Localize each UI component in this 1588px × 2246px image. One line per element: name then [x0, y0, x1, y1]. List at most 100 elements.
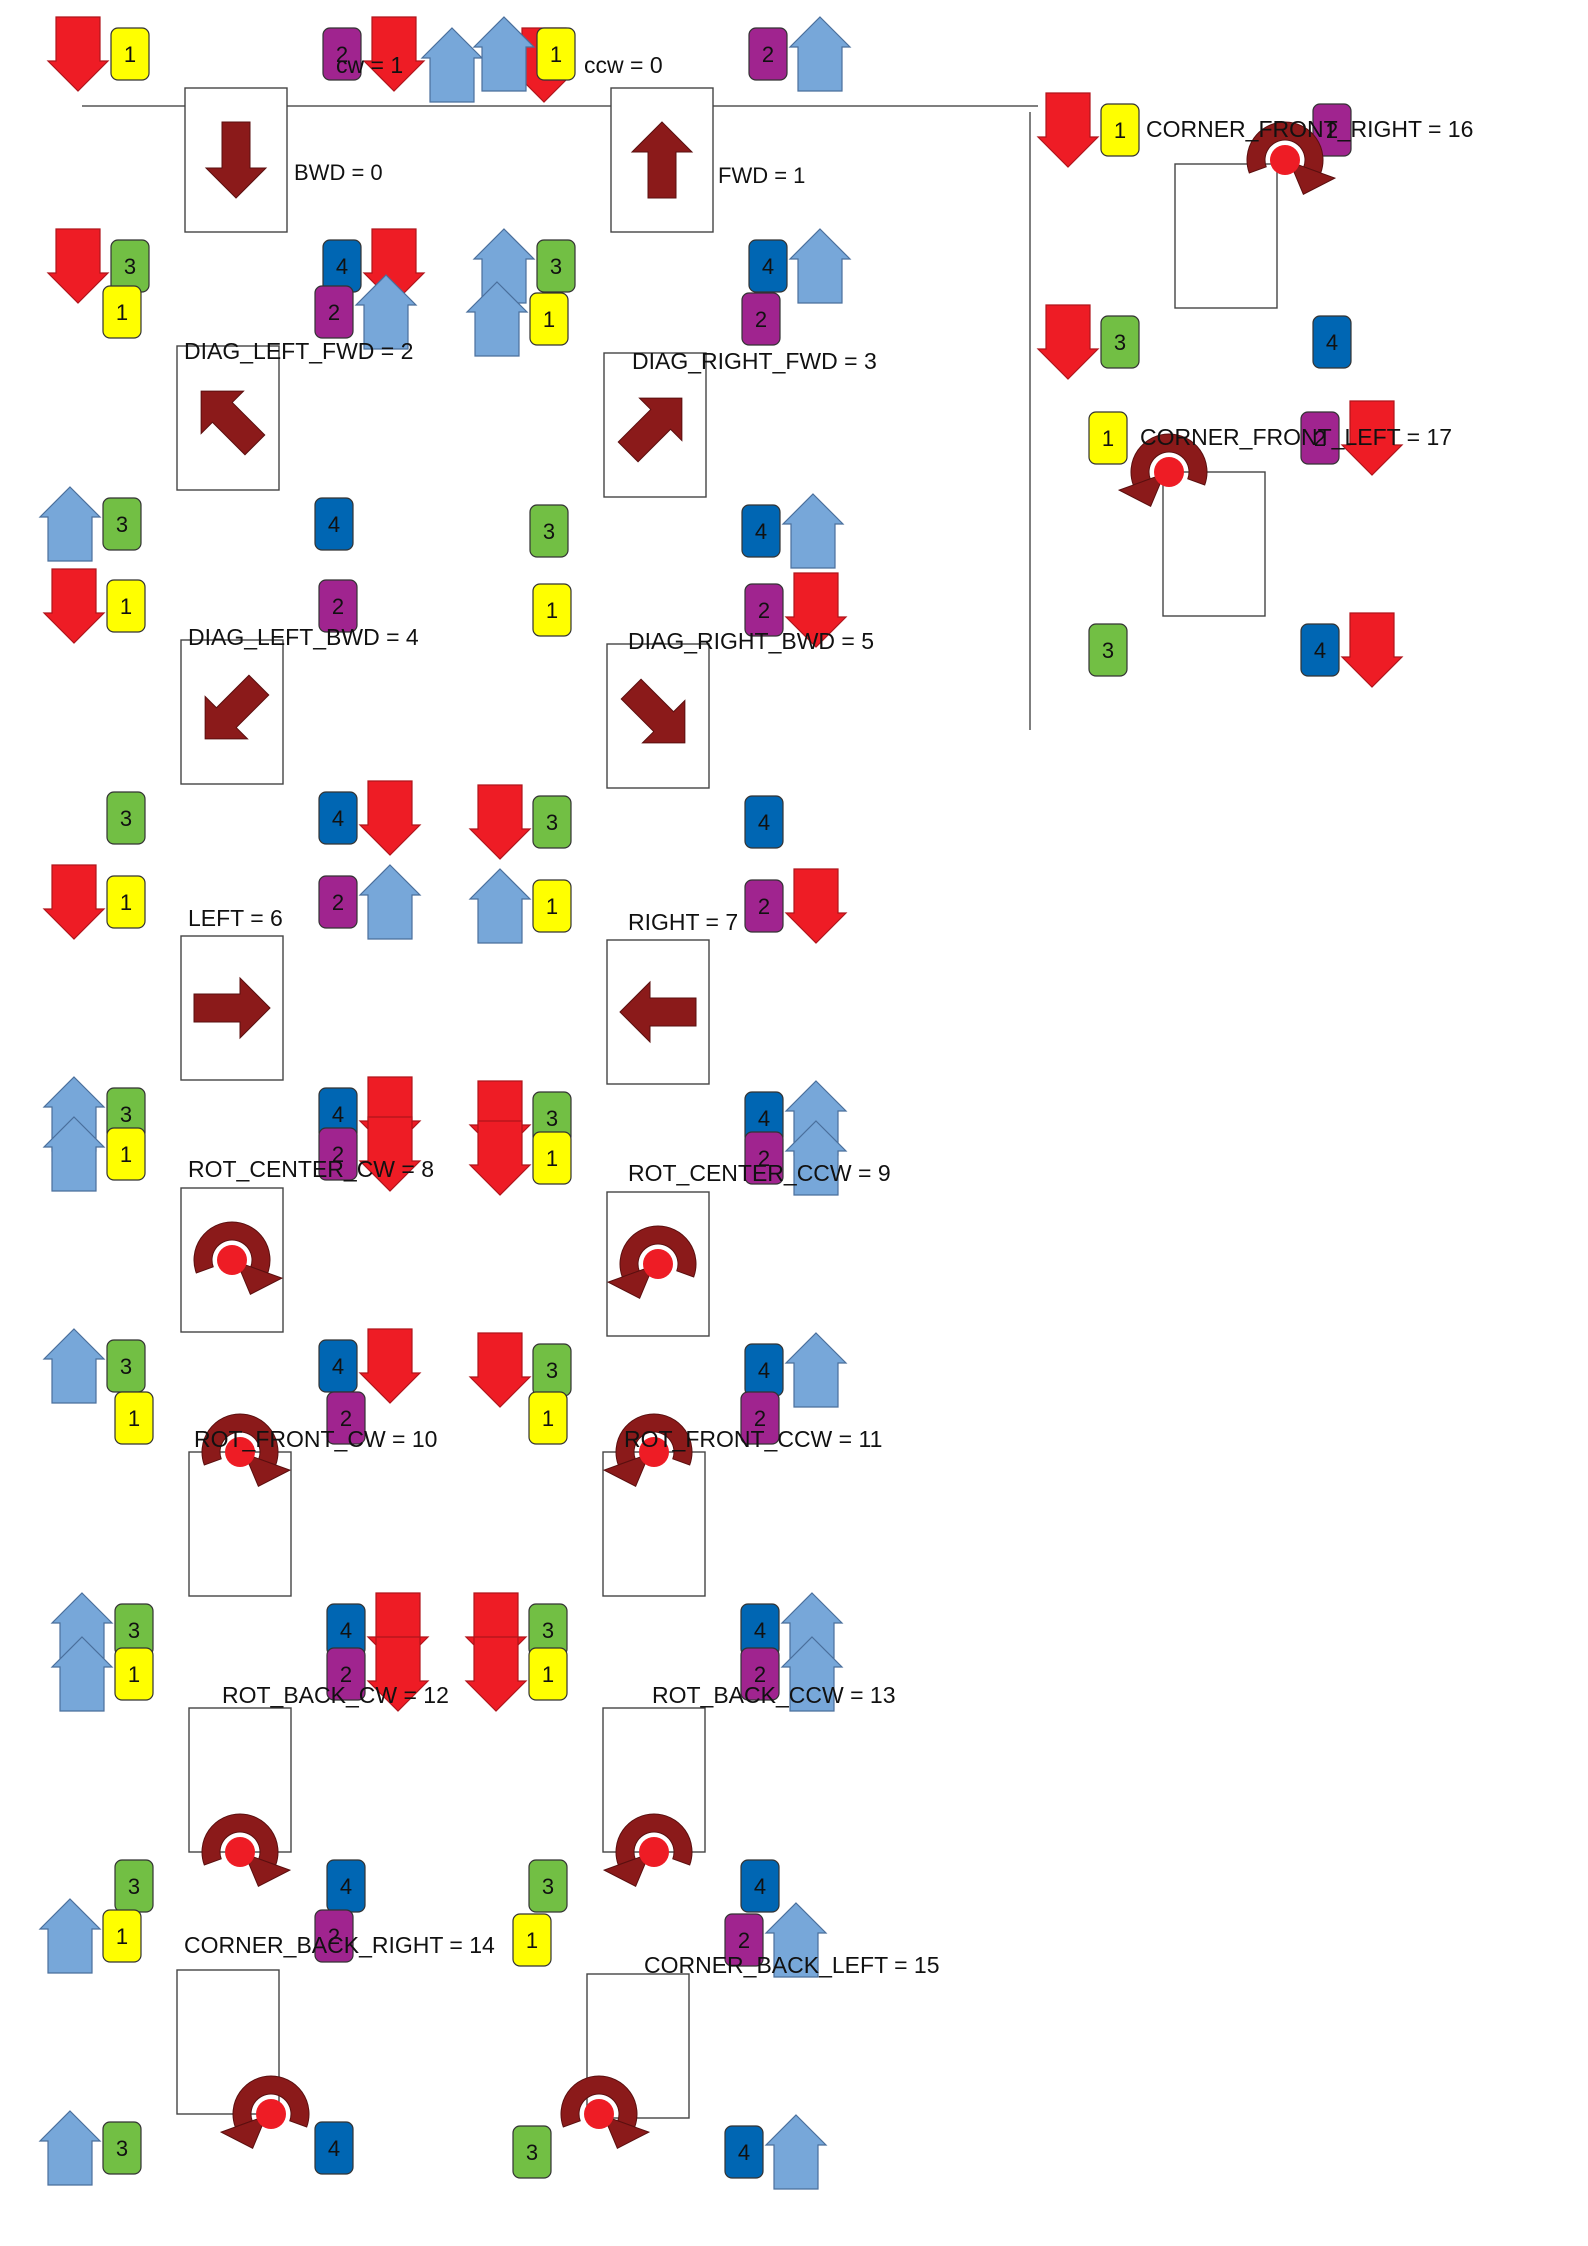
wheel-2-number: 2: [758, 1146, 770, 1171]
wheel-4-number: 4: [340, 1874, 352, 1899]
wheel-4: [314, 497, 354, 551]
wheel-2: [740, 1647, 780, 1701]
wheel-2: [326, 1391, 366, 1445]
mode-label: BWD = 0: [294, 160, 383, 185]
wheel-1-number: 1: [1102, 426, 1114, 451]
move-up-left-arrow: [200, 390, 266, 456]
wheel-2: [744, 1131, 784, 1185]
wheel-1-ccw-arrow: [1036, 92, 1100, 168]
wheel-2-number: 2: [755, 307, 767, 332]
wheel-1: [102, 285, 142, 339]
mode-label: CORNER_FRONT_RIGHT = 16: [1146, 116, 1474, 142]
wheel-1: [536, 27, 576, 81]
wheel-4-ccw-arrow: [358, 1328, 422, 1404]
wheel-2: [748, 27, 788, 81]
wheel-2: [1300, 411, 1340, 465]
mode-label: DIAG_RIGHT_FWD = 3: [632, 348, 877, 374]
legend-cw-arrow: [420, 27, 484, 103]
wheel-2-number: 2: [754, 1662, 766, 1687]
move-up-arrow: [630, 121, 694, 199]
robot-body: [1174, 163, 1278, 309]
robot-body: [586, 1973, 690, 2119]
pivot-dot: [643, 1249, 673, 1279]
wheel-1: [1088, 411, 1128, 465]
rotate-ccw-arrowhead: [606, 1264, 655, 1300]
wheel-4-cw-arrow: [781, 493, 845, 569]
wheel-1-ccw-arrow: [42, 864, 106, 940]
wheel-4-number: 4: [758, 1106, 770, 1131]
pivot-dot: [639, 1837, 669, 1867]
wheel-4-cw-arrow: [784, 1332, 848, 1408]
pivot-dot: [225, 1837, 255, 1867]
wheel-4-cw-arrow: [788, 228, 852, 304]
wheel-2-number: 2: [738, 1928, 750, 1953]
wheel-4: [1300, 623, 1340, 677]
wheel-1: [106, 875, 146, 929]
wheel-1-number: 1: [542, 1662, 554, 1687]
wheel-3-number: 3: [128, 1618, 140, 1643]
mode-label: LEFT = 6: [188, 905, 283, 931]
wheel-2: [1312, 103, 1352, 157]
wheel-2-number: 2: [762, 42, 774, 67]
pivot-dot: [217, 1245, 247, 1275]
wheel-2-cw-arrow: [358, 864, 422, 940]
wheel-1: [106, 1127, 146, 1181]
mode-label: ROT_FRONT_CCW = 11: [624, 1426, 883, 1452]
move-down-arrow: [204, 121, 268, 199]
rotate-cw-arrow: [193, 1221, 271, 1274]
wheel-1-ccw-arrow: [464, 1636, 528, 1712]
wheel-3: [106, 791, 146, 845]
wheel-2-ccw-arrow: [784, 868, 848, 944]
wheel-1: [532, 879, 572, 933]
wheel-4-ccw-arrow: [358, 780, 422, 856]
wheel-2: [744, 879, 784, 933]
wheel-3: [102, 2121, 142, 2175]
wheel-3-number: 3: [543, 519, 555, 544]
rotate-ccw-arrow: [619, 1225, 697, 1278]
wheel-1-number: 1: [120, 594, 132, 619]
wheel-3: [102, 497, 142, 551]
mode-label: RIGHT = 7: [628, 909, 739, 935]
rotate-cw-arrowhead: [243, 1452, 292, 1488]
wheel-2-number: 2: [758, 894, 770, 919]
wheel-2: [724, 1913, 764, 1967]
wheel-3-number: 3: [542, 1618, 554, 1643]
wheel-3: [512, 2125, 552, 2179]
rotate-cw-arrow: [201, 1813, 279, 1866]
mode-label: DIAG_RIGHT_BWD = 5: [628, 628, 875, 654]
wheel-1-number: 1: [120, 890, 132, 915]
wheel-3-ccw-arrow: [46, 228, 110, 304]
wheel-1: [102, 1909, 142, 1963]
wheel-2-cw-arrow: [780, 1636, 844, 1712]
wheel-2-ccw-arrow: [358, 1116, 422, 1192]
rotate-ccw-arrowhead: [602, 1452, 651, 1488]
wheel-4-cw-arrow: [764, 2114, 828, 2190]
wheel-1-number: 1: [550, 42, 562, 67]
wheel-3-number: 3: [546, 1106, 558, 1131]
wheel-4-number: 4: [1326, 330, 1338, 355]
rotate-cw-arrow: [201, 1413, 279, 1466]
wheel-1-cw-arrow: [468, 868, 532, 944]
wheel-2: [318, 875, 358, 929]
wheel-2-number: 2: [328, 300, 340, 325]
wheel-1-number: 1: [542, 1406, 554, 1431]
wheel-3-number: 3: [116, 512, 128, 537]
wheel-3: [529, 504, 569, 558]
mode-label: DIAG_LEFT_FWD = 2: [184, 338, 414, 364]
mode-label: ROT_FRONT_CW = 10: [194, 1426, 438, 1452]
wheel-2-number: 2: [1314, 426, 1326, 451]
wheel-2-number: 2: [332, 594, 344, 619]
wheel-4-number: 4: [332, 806, 344, 831]
wheel-4: [318, 791, 358, 845]
wheel-1: [528, 1391, 568, 1445]
wheel-3-number: 3: [120, 806, 132, 831]
wheel-2-number: 2: [340, 1662, 352, 1687]
legend-ccw-label: ccw = 0: [584, 52, 663, 78]
wheel-2-ccw-arrow: [362, 16, 426, 92]
wheel-4-number: 4: [762, 254, 774, 279]
